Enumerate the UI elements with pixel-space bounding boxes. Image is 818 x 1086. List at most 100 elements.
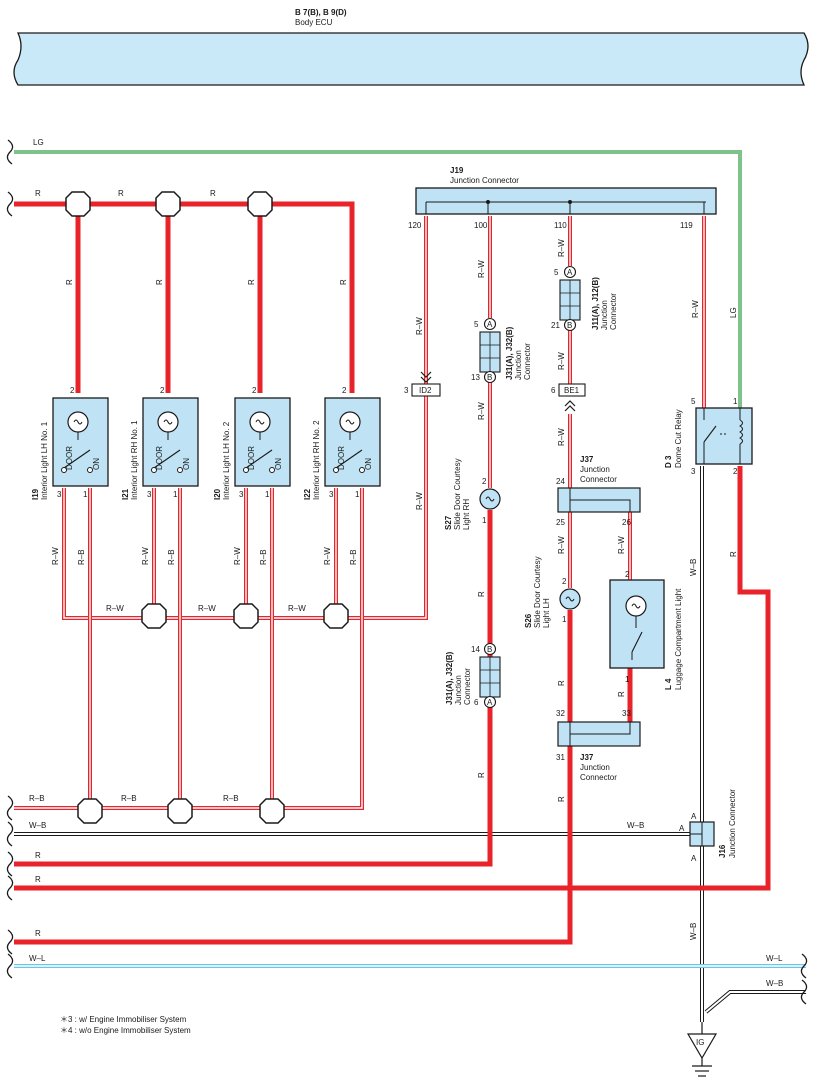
s27-name1: Slide Door Courtesy: [453, 458, 462, 530]
j31-lower-code: J31(A), J32(B): [445, 651, 454, 705]
pin-number: 1: [482, 516, 487, 525]
wire-label-r: R: [477, 772, 486, 778]
splice-node: [155, 191, 181, 217]
s26-slide-door-light-lh: 2 1 S26 Slide Door Courtesy Light LH: [524, 556, 581, 628]
switch-label-door: DOOR: [337, 446, 346, 470]
pin-number: 1: [83, 490, 88, 499]
j31-lower-connector: B A 14 6 J31(A), J32(B) Junction Connect…: [445, 642, 501, 709]
pin-number: 3: [57, 490, 62, 499]
wire-label-r-i19: R: [65, 279, 74, 285]
footnote-1: ＊3 : w/ Engine Immobiliser System: [60, 1015, 187, 1024]
pin-number: 24: [556, 477, 565, 486]
wire-label-rb: R–B: [121, 794, 137, 803]
id2-label: ID2: [419, 386, 432, 395]
wire-label-r-i21: R: [155, 279, 164, 285]
connector-letter: B: [487, 645, 492, 654]
pin-number: 3: [329, 490, 334, 499]
pin-letter: A: [691, 854, 697, 863]
pin-number: 1: [733, 397, 738, 406]
j19-code: J19: [450, 166, 464, 175]
wire-label-r: R: [557, 796, 566, 802]
s27-name2: Light RH: [462, 499, 471, 530]
wire-label-rw: R–W: [691, 300, 700, 318]
component-code-i22: I22: [303, 488, 312, 500]
switch-label-on: ON: [364, 458, 373, 470]
j11-connector: A B 5 21 J11(A), J12(B) Junction Connect…: [551, 265, 618, 332]
wire-label-r-top2: R: [118, 189, 124, 198]
j11-name1: Junction: [600, 300, 609, 330]
splice-node: [167, 798, 193, 824]
wire-label-rw: R–W: [106, 604, 124, 613]
body-ecu-code: B 7(B), B 9(D): [295, 8, 347, 17]
body-ecu-name: Body ECU: [295, 18, 333, 27]
lg-wire: LG LG: [6, 138, 742, 408]
pin-number: 100: [474, 221, 488, 230]
s26-code: S26: [524, 613, 533, 628]
connector-letter: A: [487, 698, 493, 707]
wb-right: W–B: [704, 979, 808, 1014]
splice-node: [247, 191, 273, 217]
splice-node: [259, 798, 285, 824]
j31-lower-name1: Junction: [454, 675, 463, 705]
pin-number: 2: [625, 570, 630, 579]
j31-upper-name2: Connector: [523, 343, 532, 380]
pin-number: 5: [691, 397, 696, 406]
wire-label-rw: R–W: [233, 547, 242, 565]
pin-number: 32: [556, 709, 565, 718]
pin-number: 3: [404, 386, 409, 395]
rb-harness: R–B R–B R–B R–B R–B R–B R–B: [6, 488, 364, 824]
switch-label-on: ON: [92, 458, 101, 470]
wire-label-r-top3: R: [210, 189, 216, 198]
l4-name: Luggage Compartment Light: [674, 588, 683, 690]
wire-label-wb: W–B: [766, 979, 783, 988]
j37-lower-connector: 32 31 33 J37 Junction Connector: [556, 709, 641, 782]
switch-label-on: ON: [182, 458, 191, 470]
footnote-2: ＊4 : w/o Engine Immobiliser System: [60, 1026, 191, 1035]
pin-number: 119: [680, 221, 693, 230]
wire-label-r-top: R: [35, 189, 41, 198]
pin-number: 33: [622, 709, 631, 718]
wire-label-rb: R–B: [77, 549, 86, 565]
interior-light-i19: DOOR ON 2 3 1 I19 Interior Light LH No. …: [31, 386, 109, 500]
l4-luggage-compartment-light: 2 1 L 4 Luggage Compartment Light: [609, 570, 683, 690]
splice-node: [233, 603, 259, 629]
interior-light-i20: DOOR ON 2 3 1 I20 Interior Light LH No. …: [213, 386, 291, 500]
switch-label-door: DOOR: [155, 446, 164, 470]
splice-node: [141, 603, 167, 629]
pin-number: 2: [252, 386, 257, 395]
d3-code: D 3: [664, 455, 673, 468]
pin-number: 31: [556, 753, 565, 762]
r-bus-top: R R R R R R R: [6, 189, 355, 393]
connector-letter: A: [567, 268, 573, 277]
wire-label-rw: R–W: [557, 352, 566, 370]
switch-label-on: ON: [274, 458, 283, 470]
pin-number: 1: [625, 675, 630, 684]
pin-number: 2: [482, 477, 487, 486]
connector-letter: B: [567, 321, 572, 330]
wire-label-rb: R–B: [29, 794, 45, 803]
wb-wire: W–B W–B W–B W–B: [6, 466, 704, 1022]
j37-lower-name2: Connector: [580, 773, 617, 782]
j11-name2: Connector: [609, 293, 618, 330]
pin-number: 21: [551, 321, 560, 330]
switch-label-door: DOOR: [65, 446, 74, 470]
j16-name: Junction Connector: [728, 789, 737, 858]
j16-junction-connector: A A A J16 Junction Connector: [679, 789, 737, 863]
wire-label-rb: R–B: [167, 549, 176, 565]
wire-label-rw: R–W: [198, 604, 216, 613]
connector-letter: B: [487, 373, 492, 382]
pin-number: 1: [265, 490, 270, 499]
wire-label-r: R: [35, 851, 41, 860]
interior-lights: DOOR ON 2 3 1 I19 Interior Light LH No. …: [31, 386, 381, 500]
ground-label: IG: [696, 1038, 704, 1047]
ground-ig-icon: IG: [686, 1022, 718, 1077]
wire-label-rw: R–W: [51, 547, 60, 565]
be1-connector: BE1 6: [551, 383, 586, 412]
j37-upper-name2: Connector: [580, 475, 617, 484]
wire-label-wb: W–B: [29, 821, 46, 830]
j37-upper-code: J37: [580, 455, 594, 464]
pin-number: 26: [622, 518, 631, 527]
body-ecu: B 7(B), B 9(D) Body ECU: [13, 8, 809, 86]
wire-label-lg-vertical: LG: [729, 307, 738, 318]
pin-number: 3: [147, 490, 152, 499]
